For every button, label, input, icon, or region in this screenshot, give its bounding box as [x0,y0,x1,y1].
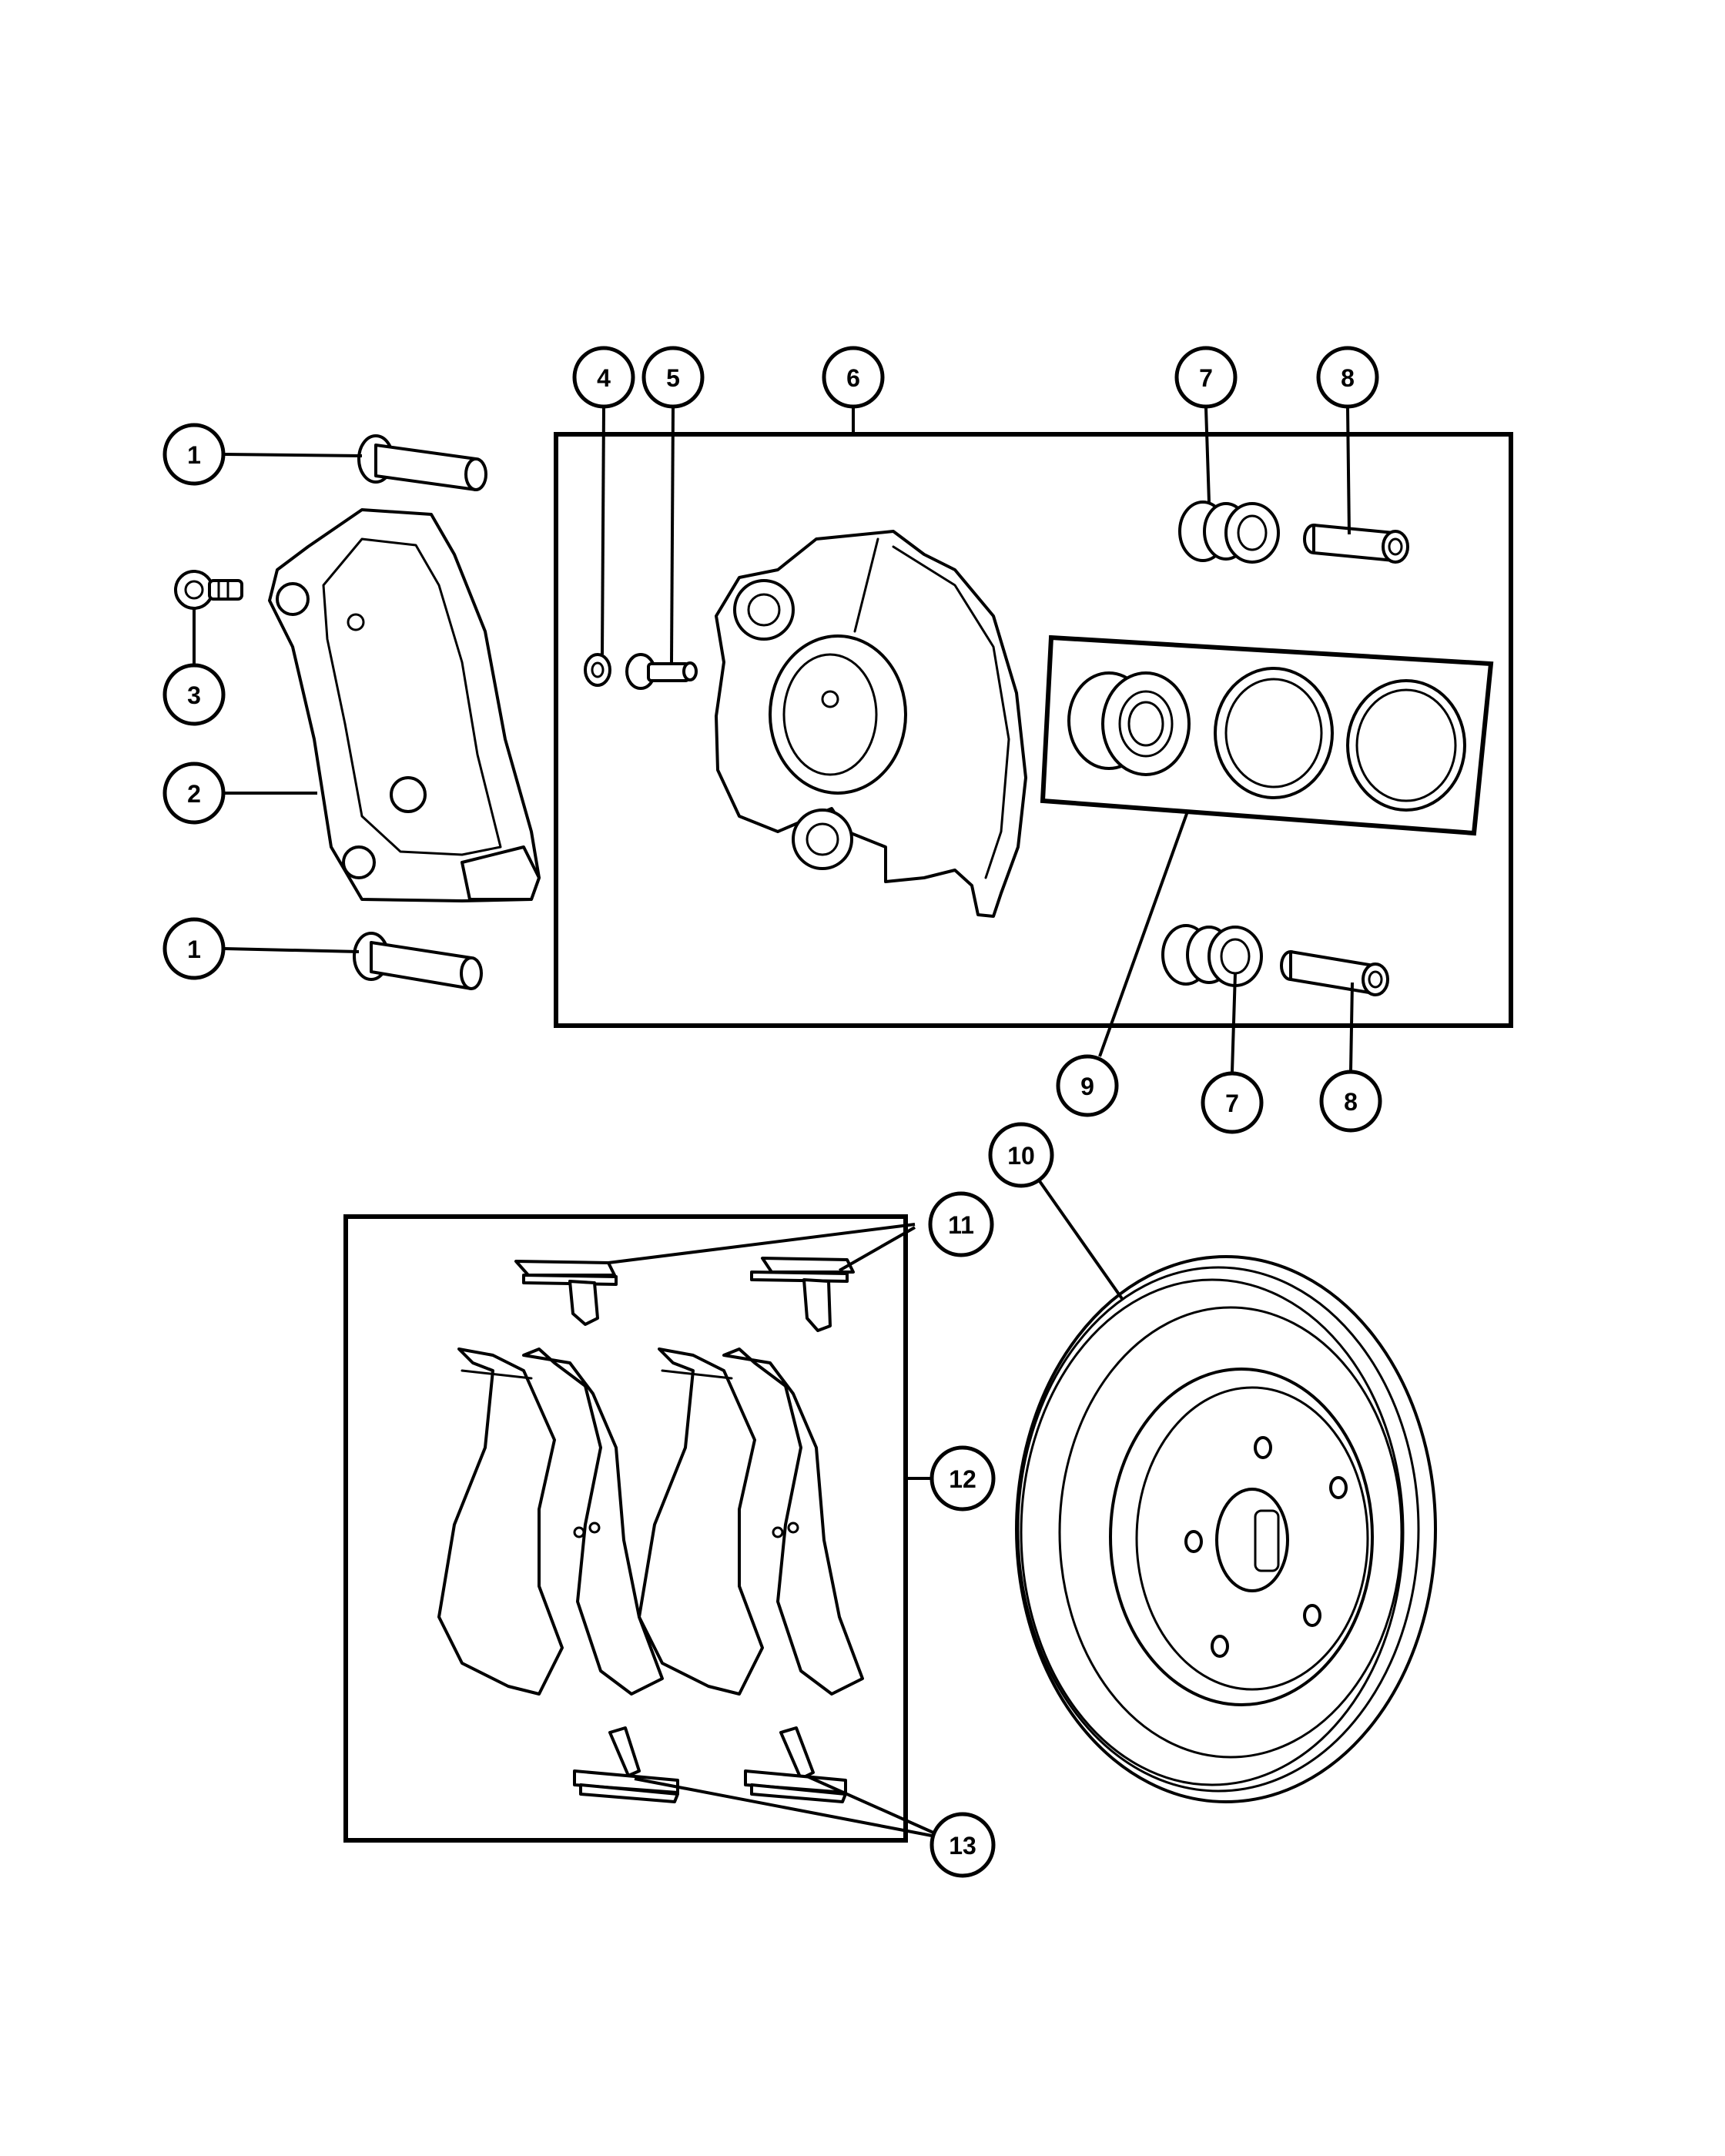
leader-11-left [608,1223,916,1264]
callout-1-lower: 1 [162,917,226,980]
callout-11: 11 [928,1191,994,1257]
caliper-group-frame [554,432,1513,1028]
svg-text:7: 7 [1225,1090,1239,1117]
caliper-piston [1067,671,1191,776]
bleeder-cap [584,653,611,687]
svg-text:13: 13 [949,1832,976,1860]
svg-text:8: 8 [1344,1088,1358,1116]
svg-text:2: 2 [187,780,201,808]
svg-text:3: 3 [187,681,201,709]
svg-text:9: 9 [1080,1073,1094,1100]
svg-text:5: 5 [666,364,680,392]
piston-seal [1346,679,1466,812]
leader-9 [1098,811,1189,1057]
caliper-adapter [268,508,541,902]
guide-pin-sleeve-lower [1280,950,1389,996]
caliper-body [715,530,1027,918]
callout-7-upper: 7 [1174,346,1238,409]
callout-1-upper: 1 [162,423,226,486]
leader-10 [1038,1180,1124,1301]
leader-13-right [805,1774,934,1834]
callout-10: 10 [988,1122,1054,1188]
callout-6: 6 [822,346,885,409]
anti-rattle-clip-upper-right [750,1257,855,1332]
svg-text:11: 11 [948,1211,974,1239]
svg-text:8: 8 [1341,364,1355,392]
brake-pad-outer-left [437,1348,564,1696]
callout-9: 9 [1056,1054,1119,1117]
piston-seal-kit-frame [1040,634,1494,836]
svg-text:7: 7 [1199,364,1213,392]
leader-8-lower [1349,982,1354,1071]
leader-11-right [839,1226,916,1272]
leader-8-upper [1346,407,1351,535]
leader-7-lower [1231,973,1237,1073]
callout-4: 4 [572,346,635,409]
guide-pin-sleeve-upper [1303,524,1409,564]
leader-13-left [634,1777,933,1837]
callout-8-upper: 8 [1316,346,1379,409]
svg-text:10: 10 [1007,1142,1035,1170]
svg-text:6: 6 [846,364,860,392]
svg-text:4: 4 [597,364,611,392]
svg-text:1: 1 [187,441,201,469]
brake-pad-inner-right [722,1348,864,1696]
leader-7-upper [1204,407,1211,503]
brake-pad-group-frame [343,1214,908,1843]
leader-1-lower [224,947,360,953]
svg-text:12: 12 [949,1465,976,1493]
dust-boot [1214,667,1334,799]
callout-5: 5 [641,346,705,409]
callout-8-lower: 8 [1319,1070,1382,1133]
guide-bushing-lower [1161,924,1263,987]
anti-rattle-clip-lower-right [744,1726,847,1803]
caliper-mounting-bolt-lower [353,932,483,990]
svg-text:1: 1 [187,936,201,963]
brake-pad-outer-right [638,1348,764,1696]
bleeder-screw [625,653,698,690]
callout-3: 3 [162,663,226,726]
callout-13: 13 [929,1812,996,1878]
anti-rattle-clip-upper-left [514,1260,618,1326]
callout-2: 2 [162,762,226,825]
callout-7-lower: 7 [1201,1071,1264,1134]
brake-rotor [1015,1255,1437,1803]
callout-12: 12 [929,1445,996,1512]
leader-1-upper [224,453,363,457]
guide-bushing-upper [1178,500,1280,564]
brake-pad-inner-left [522,1348,664,1696]
anti-rattle-clip-lower-left [573,1726,679,1803]
leader-4 [601,407,605,655]
caliper-mounting-bolt-upper [357,434,487,491]
leader-5 [670,407,675,663]
adapter-bolt [174,570,243,610]
